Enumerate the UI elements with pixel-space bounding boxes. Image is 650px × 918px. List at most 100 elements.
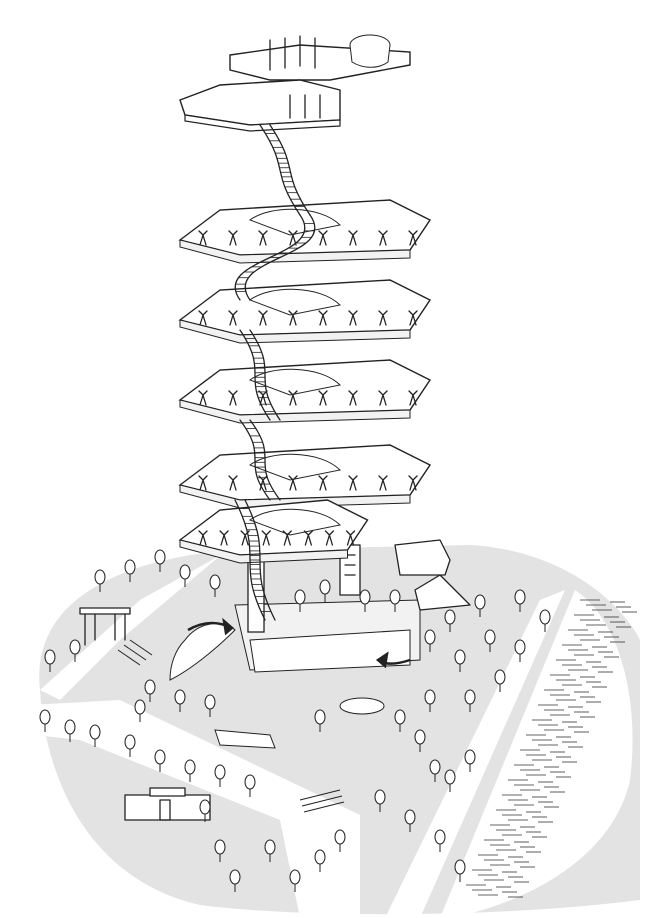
planted-edge — [179, 239, 411, 264]
platform-void — [248, 508, 342, 536]
bench-block — [214, 729, 276, 749]
shrub — [378, 390, 388, 406]
shrub — [288, 230, 298, 246]
stair-flight — [239, 419, 281, 501]
tree — [244, 774, 256, 797]
shrub — [408, 230, 418, 246]
tree — [154, 749, 166, 772]
tree — [454, 859, 466, 882]
planted-edge — [179, 539, 348, 564]
tree — [444, 769, 456, 792]
tree — [174, 689, 186, 712]
tree — [209, 574, 221, 597]
shrub — [318, 310, 328, 326]
tree — [184, 759, 196, 782]
tree — [464, 749, 476, 772]
tree — [359, 589, 371, 612]
shrub — [408, 310, 418, 326]
shrub — [198, 310, 208, 326]
planted-edge — [179, 399, 411, 424]
tree — [134, 699, 146, 722]
shrub — [288, 390, 298, 406]
tree — [69, 639, 81, 662]
tree — [389, 589, 401, 612]
shrub — [288, 310, 298, 326]
shrub — [198, 475, 208, 491]
gate-structure — [79, 607, 131, 646]
tree — [229, 869, 241, 892]
museum-building — [394, 539, 471, 611]
tree — [404, 809, 416, 832]
tree — [214, 764, 226, 787]
shrub — [258, 310, 268, 326]
shrub — [348, 230, 358, 246]
shrub — [378, 230, 388, 246]
tree — [39, 709, 51, 732]
tree — [124, 559, 136, 582]
plaza-lawn — [249, 629, 411, 673]
stair-flight — [239, 329, 281, 421]
stair-flight — [234, 499, 276, 621]
shrub — [261, 530, 271, 546]
tree — [444, 609, 456, 632]
shrub — [198, 530, 208, 546]
rooftop-level — [179, 34, 411, 132]
platform-level — [178, 499, 369, 564]
tree — [514, 639, 526, 662]
platform-level — [178, 359, 432, 424]
rooftop-slab-edge — [184, 114, 341, 132]
tree — [199, 799, 211, 822]
planted-edge — [179, 484, 411, 509]
tree — [429, 759, 441, 782]
tree — [44, 649, 56, 672]
shrub — [318, 230, 328, 246]
tree — [124, 734, 136, 757]
tower-levels — [178, 199, 432, 564]
shrub — [228, 310, 238, 326]
shrub — [348, 310, 358, 326]
tree — [94, 569, 106, 592]
shrub — [324, 530, 335, 546]
tree — [464, 689, 476, 712]
shrub — [228, 230, 238, 246]
shrub — [318, 475, 328, 491]
tree — [264, 839, 276, 862]
shrub — [348, 390, 358, 406]
tree — [64, 719, 76, 742]
tree — [294, 589, 306, 612]
rooftop-pavilion-body — [349, 44, 391, 68]
shrub — [228, 390, 238, 406]
ground-site — [30, 539, 641, 918]
crosswalk-bottom — [299, 789, 345, 813]
shrub — [408, 475, 418, 491]
tree — [494, 669, 506, 692]
tree — [474, 594, 486, 617]
tree — [424, 689, 436, 712]
stair-flight — [234, 214, 316, 301]
tree — [484, 629, 496, 652]
platform-void — [248, 368, 342, 396]
tree — [314, 849, 326, 872]
flow-arrows — [187, 617, 411, 669]
tree — [434, 829, 446, 852]
water-hatch-area — [440, 590, 633, 918]
tree — [514, 589, 526, 612]
shrub — [228, 475, 238, 491]
main-road — [30, 700, 360, 918]
crosswalk-left — [117, 639, 153, 666]
shrub — [408, 390, 418, 406]
spiral-stairs — [234, 124, 316, 621]
shrub — [348, 475, 358, 491]
shrub — [258, 230, 268, 246]
shrub — [198, 230, 208, 246]
platform-level — [178, 444, 432, 509]
shrub — [378, 310, 388, 326]
shrub — [345, 530, 356, 546]
round-fountain — [339, 697, 385, 715]
tree — [154, 549, 166, 572]
trees — [39, 549, 551, 892]
left-road — [40, 550, 230, 700]
tree — [214, 839, 226, 862]
tree — [334, 829, 346, 852]
